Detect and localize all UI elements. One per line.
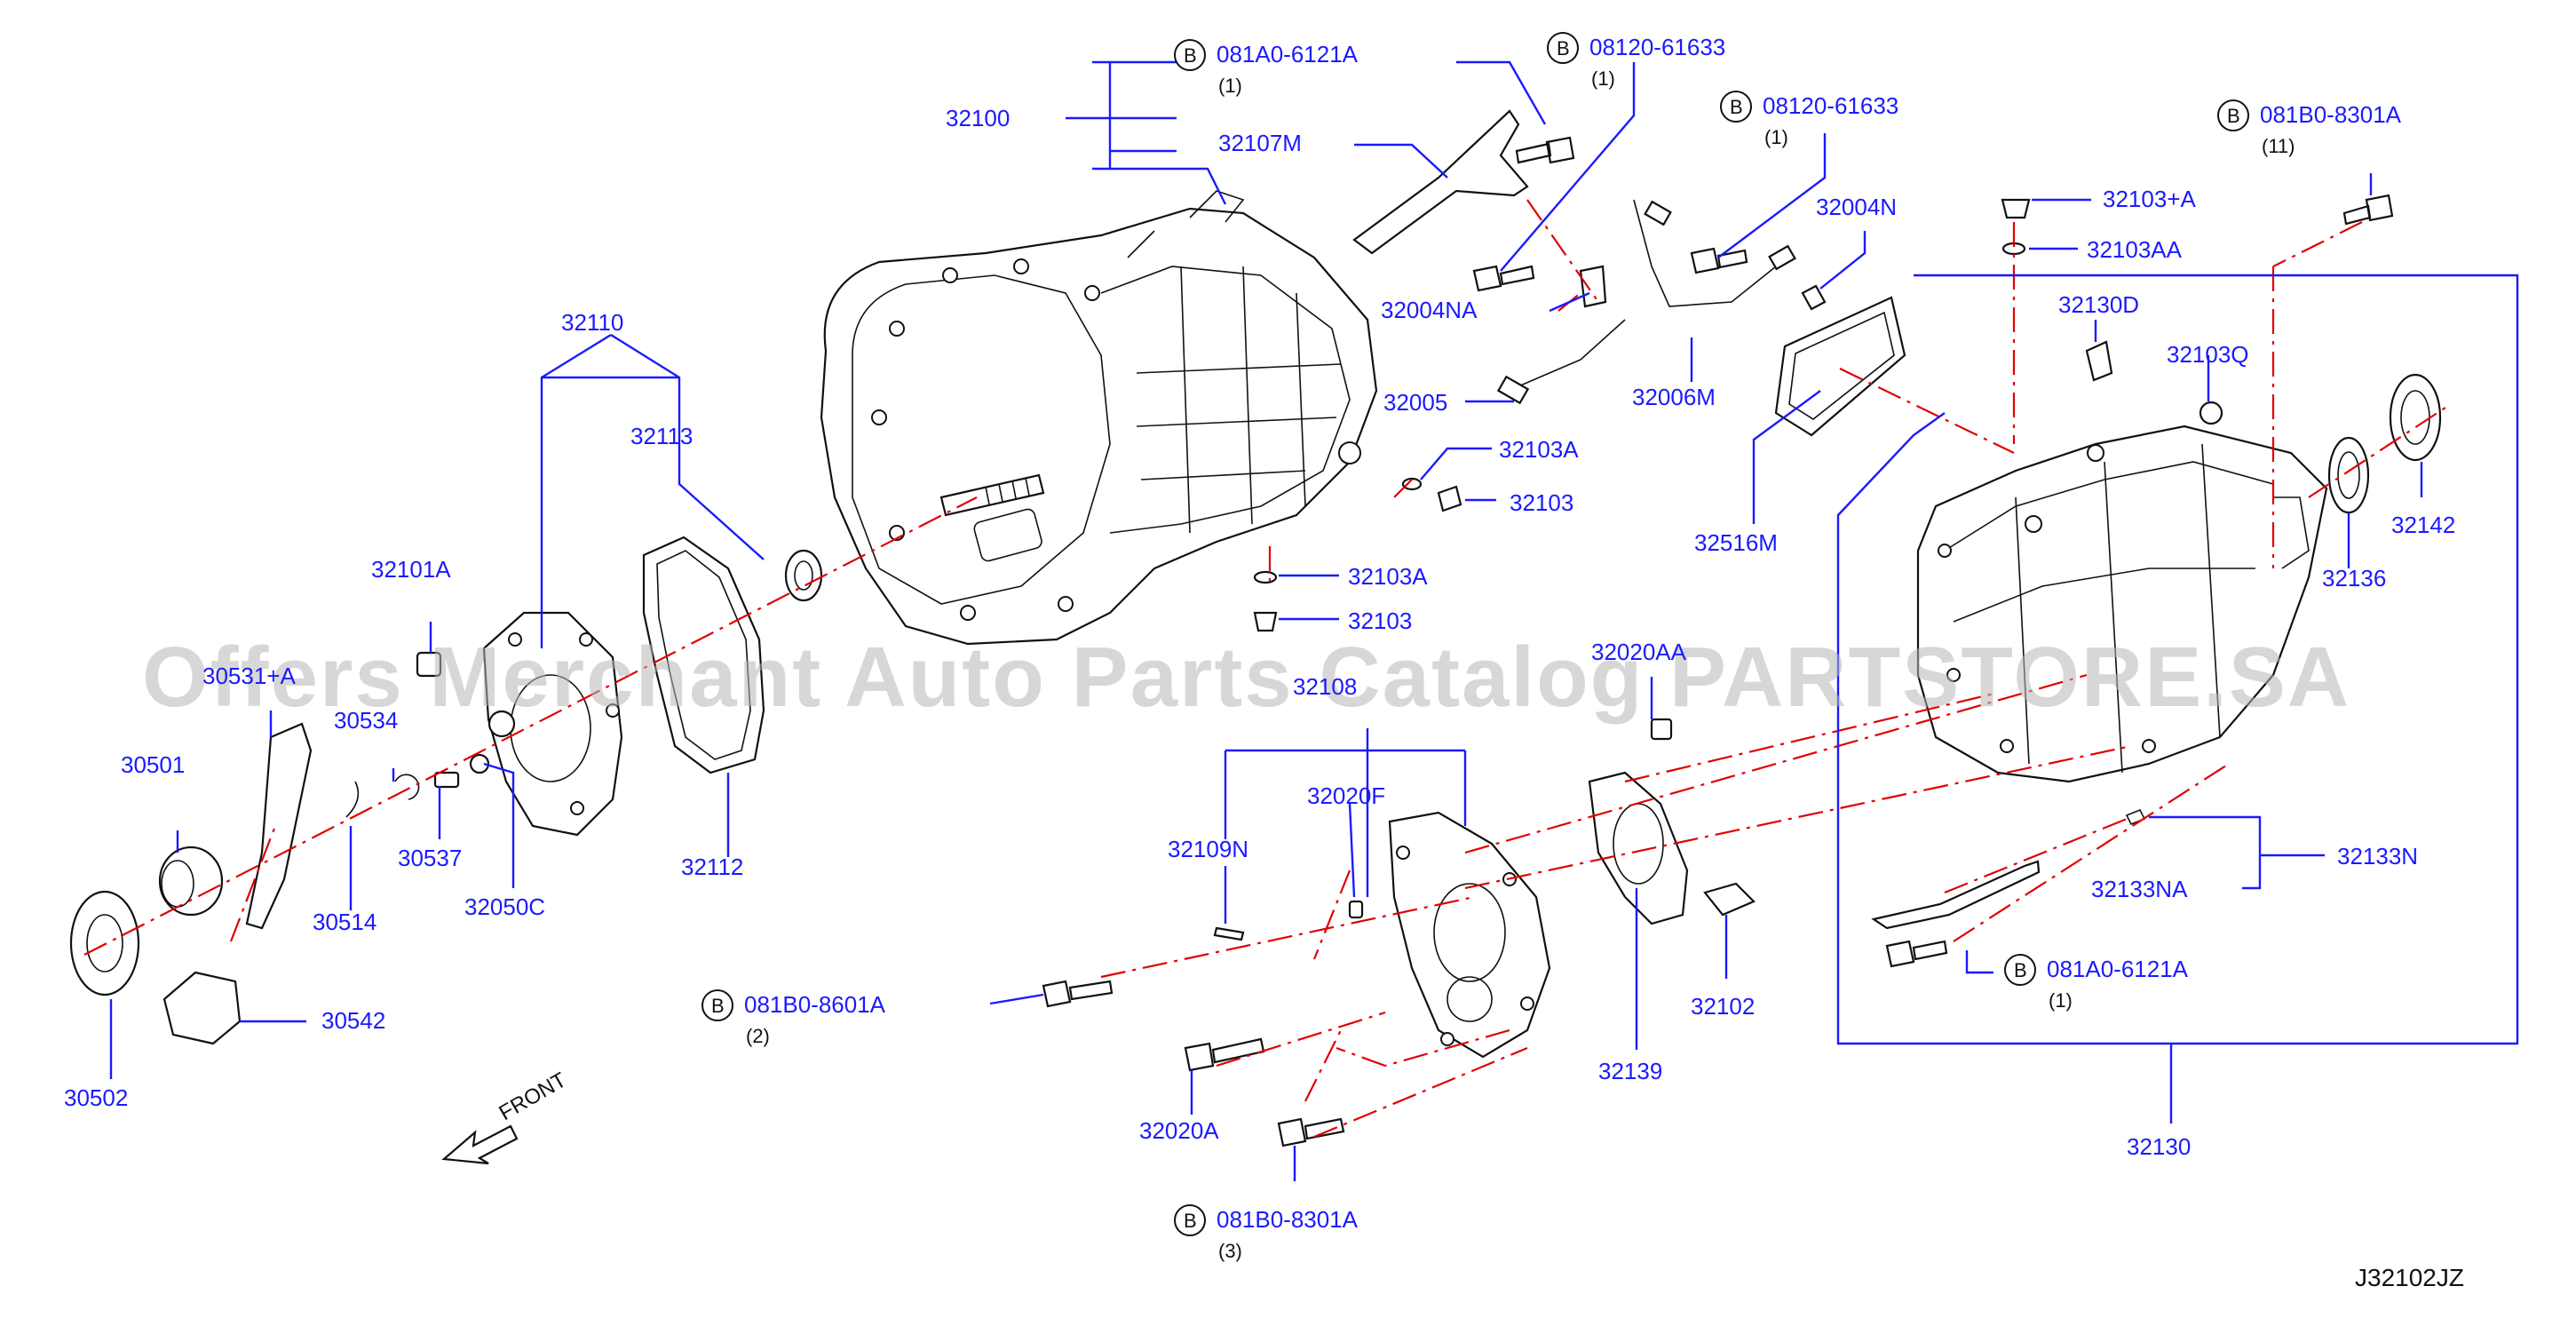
front-cover-drawing: [482, 611, 623, 837]
part-label-32133na: 32133NA: [2091, 876, 2188, 902]
bolt-code: 081B0-8601A: [744, 991, 886, 1018]
bolt-code: 081B0-8301A: [2260, 101, 2402, 128]
extension-housing-drawing: [1916, 425, 2328, 783]
bolt-quantity: (1): [1591, 67, 1615, 90]
part-label-32020f: 32020F: [1307, 782, 1385, 809]
bolt-symbol-icon: [1174, 39, 1206, 71]
front-direction-arrow: FRONT: [441, 1068, 571, 1165]
transmission-case-drawing: [820, 190, 1378, 646]
part-label-30534: 30534: [334, 707, 398, 734]
bolt-code: 08120-61633: [1589, 34, 1725, 60]
part-label-32103q: 32103Q: [2167, 341, 2249, 368]
bolt-callout-b3: B 08120-61633 (1): [1720, 91, 1898, 148]
leader-lines: [109, 60, 2519, 1181]
bolt-code: 08120-61633: [1763, 92, 1898, 119]
part-label-32020aa: 32020AA: [1591, 639, 1687, 665]
part-label-32103a_2: 32103A: [1348, 563, 1428, 590]
part-label-32005: 32005: [1383, 389, 1447, 416]
gasket-32516M-drawing: [1774, 296, 1906, 437]
bolt-code: 081A0-6121A: [1217, 41, 1359, 67]
bolt-symbol-letter: B: [1557, 37, 1570, 60]
bolt-symbol-letter: B: [1184, 1210, 1197, 1232]
part-label-32100: 32100: [946, 105, 1010, 131]
part-labels: 32100 32107M 32110 32113 32101A 30531+A 30534 3…: [64, 105, 2455, 1160]
bolt-callout-b6: B 081A0-6121A (1): [2004, 954, 2189, 1012]
bolt-callouts: B 081A0-6121A (1) B 08120-61633 (1) B 08120-616…: [701, 32, 2402, 1262]
small-hardware-drawing: [69, 136, 2442, 1147]
adapter-plate-drawing: [1388, 811, 1551, 1059]
part-label-30502: 30502: [64, 1084, 128, 1111]
part-label-30501: 30501: [121, 751, 185, 778]
part-label-30537: 30537: [398, 845, 462, 871]
diagram-reference-code: J32102JZ: [2355, 1264, 2464, 1291]
bolt-symbol-letter: B: [1184, 44, 1197, 67]
part-label-32101a: 32101A: [371, 556, 451, 583]
part-label-30542: 30542: [321, 1007, 385, 1034]
bolt-symbol-icon: [2217, 99, 2249, 131]
bolt-code: 081A0-6121A: [2047, 956, 2189, 982]
front-label: FRONT: [495, 1068, 571, 1125]
part-label-32004n: 32004N: [1816, 194, 1897, 220]
part-label-32109n: 32109N: [1168, 836, 1248, 862]
bolt-callout-b2: B 08120-61633 (1): [1547, 32, 1725, 90]
part-label-32110: 32110: [561, 309, 623, 336]
bolt-quantity: (1): [2049, 989, 2073, 1012]
bolt-quantity: (2): [746, 1025, 770, 1047]
part-label-32516m: 32516M: [1694, 529, 1778, 556]
sensor-harness-drawing: [1496, 199, 1827, 405]
part-label-32102: 32102: [1691, 993, 1755, 1020]
part-label-32006m: 32006M: [1632, 384, 1716, 410]
assembly-centerlines: [83, 199, 2452, 1139]
part-label-32004na: 32004NA: [1381, 297, 1478, 323]
bolt-callout-b1: B 081A0-6121A (1): [1174, 39, 1359, 97]
part-label-32103_2: 32103: [1348, 607, 1412, 634]
bolt-quantity: (1): [1764, 126, 1788, 148]
part-label-32050c: 32050C: [464, 893, 545, 920]
bolt-symbol-icon: [1174, 1204, 1206, 1236]
bolt-symbol-icon: [1547, 32, 1579, 64]
bolt-code: 081B0-8301A: [1217, 1206, 1359, 1233]
bolt-quantity: (11): [2262, 135, 2295, 157]
bolt-symbol-letter: B: [2014, 959, 2027, 981]
part-label-32020a: 32020A: [1139, 1117, 1219, 1144]
part-label-32112: 32112: [681, 854, 743, 880]
part-label-32136: 32136: [2322, 565, 2386, 592]
part-label-32113: 32113: [630, 423, 693, 449]
bolt-callout-b7: B 081B0-8301A (3): [1174, 1204, 1359, 1262]
part-label-32107m: 32107M: [1218, 130, 1302, 156]
bolt-symbol-letter: B: [2227, 105, 2240, 127]
part-label-32108: 32108: [1293, 673, 1357, 700]
part-label-32133n: 32133N: [2337, 843, 2418, 869]
bolt-symbol-letter: B: [1730, 96, 1743, 118]
part-label-32142: 32142: [2391, 512, 2455, 538]
part-label-32103a_1: 32103A: [1499, 436, 1579, 463]
bolt-callout-b4: B 081B0-8301A (11): [2217, 99, 2402, 157]
bolt-quantity: (3): [1218, 1240, 1242, 1262]
bolt-quantity: (1): [1218, 75, 1242, 97]
oil-seal-32113-drawing: [784, 549, 823, 602]
bolt-callout-b5: B 081B0-8601A (2): [701, 989, 886, 1047]
gasket-32112-drawing: [642, 536, 765, 774]
watermark: Offers Merchant Auto Parts Catalog PARTS…: [142, 630, 2350, 725]
part-label-32130: 32130: [2127, 1133, 2191, 1160]
bracket-32107M-drawing: [1352, 109, 1529, 255]
bolt-symbol-letter: B: [711, 995, 725, 1017]
gasket-32139-drawing: [1588, 771, 1689, 925]
part-label-32103pa: 32103+A: [2103, 186, 2196, 212]
part-label-30531: 30531+A: [202, 663, 296, 689]
bolt-symbol-icon: [1720, 91, 1752, 123]
part-label-30514: 30514: [313, 909, 376, 935]
bolt-symbol-icon: [701, 989, 733, 1021]
part-label-32103_1: 32103: [1510, 489, 1573, 516]
bolt-symbol-icon: [2004, 954, 2036, 986]
part-label-32103aa: 32103AA: [2087, 236, 2183, 263]
part-label-32130d: 32130D: [2058, 291, 2139, 318]
part-label-32139: 32139: [1598, 1058, 1662, 1084]
